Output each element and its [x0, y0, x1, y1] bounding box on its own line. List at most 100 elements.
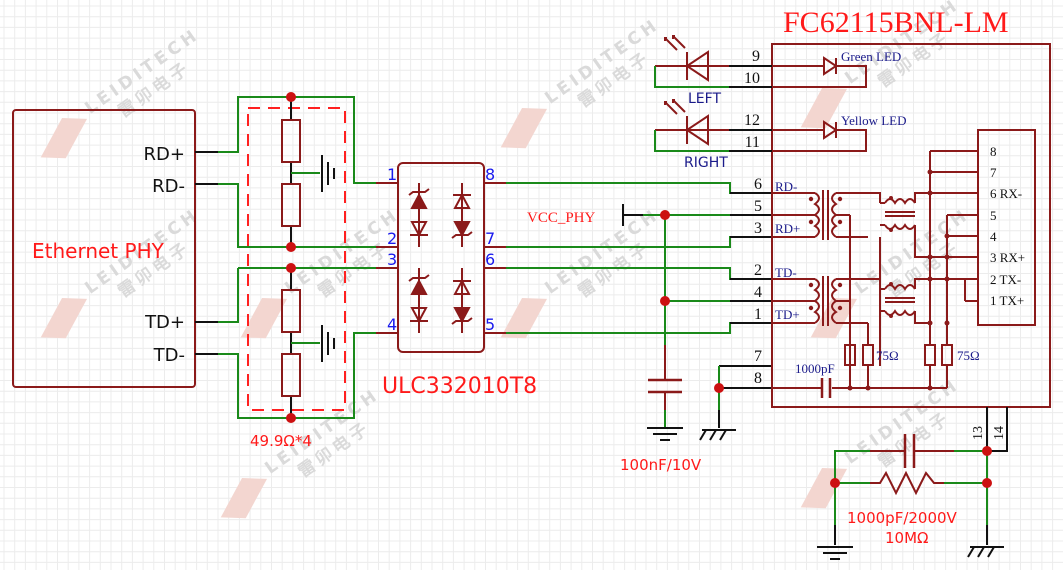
rj45-pin-8: 8 — [990, 144, 997, 159]
rj45-pin-7: 7 — [990, 165, 997, 180]
rj45-pin-wires — [930, 150, 978, 302]
termination-network: 49.9Ω*4 — [218, 92, 398, 450]
phy-box — [12, 109, 196, 388]
watermark-logo-icon — [500, 298, 548, 339]
rj45-connector: FC62115BNL-LM LEFT RIGHT 9 10 12 11 — [654, 6, 1051, 452]
esd-pin-1: 1 — [387, 165, 397, 184]
resistor-r4 — [281, 353, 301, 397]
capacitor-icon — [903, 434, 916, 468]
internal-led-icon-yellow — [772, 120, 867, 152]
esd-pin-7: 7 — [485, 229, 495, 248]
pin-label-td-plus: TD+ — [144, 312, 185, 333]
conn-pin-6: 6 — [754, 176, 762, 193]
ground-icon — [817, 546, 853, 560]
rj45-jack — [977, 129, 1036, 326]
conn-pin-12: 12 — [744, 112, 760, 129]
watermark-logo-icon — [40, 298, 88, 339]
capacitor-icon — [648, 378, 682, 394]
rj45-pin-3: 3 RX+ — [990, 250, 1025, 265]
conn-pin-11: 11 — [745, 134, 760, 151]
transformer-icon-tx — [808, 276, 881, 326]
tvs-diode-icon — [408, 183, 473, 333]
bob-smith-cap-label: 1000pF — [795, 361, 835, 376]
resistor-r1 — [281, 119, 301, 163]
ethernet-phy: Ethernet PHY RD+ RD- TD+ TD- — [12, 109, 218, 388]
phy-pin-stubs — [195, 151, 218, 355]
junction-dot — [847, 385, 853, 391]
esd-pin-8: 8 — [485, 165, 495, 184]
shield-cap-label: 1000pF/2000V — [847, 509, 958, 527]
connector-body — [771, 43, 1051, 408]
junction-dot — [982, 446, 992, 456]
junction-dot — [982, 478, 992, 488]
signal-wires: VCC_PHY 100nF/10V — [506, 182, 772, 474]
conn-pin-4: 4 — [754, 284, 762, 301]
signal-label-td-minus: TD- — [775, 265, 797, 280]
pin-label-rd-plus: RD+ — [144, 144, 185, 165]
led-name-right: RIGHT — [684, 155, 728, 171]
watermark-logo-icon — [800, 88, 848, 129]
ground-icon — [321, 325, 335, 362]
chassis-ground-icon — [967, 546, 1004, 558]
junction-dot — [927, 169, 933, 175]
esd-left-stubs — [376, 182, 398, 334]
junction-dot — [927, 385, 933, 391]
esd-pin-4: 4 — [387, 315, 397, 334]
junction-dot — [660, 210, 670, 220]
vcc-cap-label: 100nF/10V — [620, 456, 702, 474]
esd-pin-5: 5 — [485, 315, 495, 334]
watermark-logo-icon — [220, 478, 268, 519]
shield-pin-13: 13 — [971, 426, 986, 440]
internal-led-icon-green — [772, 56, 867, 88]
chassis-ground-icon — [699, 429, 736, 441]
esd-device: 1 2 3 4 5 6 7 8 ULC332010T8 — [376, 162, 537, 399]
shield-pin-stubs — [986, 407, 1008, 452]
rj45-bus — [929, 151, 966, 323]
vcc-port-icon — [622, 204, 643, 226]
led-name-left: LEFT — [688, 91, 721, 107]
rj45-pin-1: 1 TX+ — [990, 293, 1024, 308]
esd-pin-6: 6 — [485, 250, 495, 269]
conn-pin-8: 8 — [754, 370, 762, 387]
conn-pin-1: 1 — [754, 306, 762, 323]
junction-dot — [865, 385, 871, 391]
shield-res-label: 10MΩ — [885, 529, 929, 547]
transformer-icon-rx — [808, 190, 881, 366]
pin-label-td-minus: TD- — [153, 345, 185, 366]
r75-label-2: 75Ω — [957, 348, 980, 363]
common-mode-choke-icon-rx — [880, 192, 930, 258]
junction-dot — [286, 242, 296, 252]
rj45-pin-2: 2 TX- — [990, 272, 1021, 287]
conn-pin-9: 9 — [752, 48, 760, 65]
r75-label-1: 75Ω — [876, 348, 899, 363]
conn-pin-3: 3 — [754, 220, 762, 237]
ground-icon — [647, 427, 683, 441]
junction-dot — [660, 296, 670, 306]
capacitor-icon — [820, 378, 832, 398]
led-icon-right — [654, 99, 729, 152]
watermark-logo-icon — [240, 298, 288, 339]
watermark-logo-icon — [500, 108, 548, 149]
signal-label-td-plus: TD+ — [775, 307, 800, 322]
junction-dot — [286, 263, 296, 273]
led-pin-stubs — [729, 65, 772, 152]
conn-pin-stubs — [730, 192, 772, 324]
pin-label-rd-minus: RD- — [152, 176, 185, 197]
junction-dot — [944, 320, 950, 326]
esd-pin-2: 2 — [387, 229, 397, 248]
signal-label-rd-minus: RD- — [775, 179, 797, 194]
resistor-array-outline — [247, 107, 346, 411]
signal-label-rd-plus: RD+ — [775, 221, 800, 236]
junction-dot — [944, 254, 950, 260]
term-bus — [772, 365, 948, 389]
conn-pin-5: 5 — [754, 198, 762, 215]
junction-dot — [944, 233, 950, 239]
esd-body — [397, 162, 485, 353]
esd-part-label: ULC332010T8 — [382, 374, 537, 399]
conn-pin-stubs-7-8 — [719, 365, 772, 389]
term-leads — [849, 323, 948, 345]
vcc-label: VCC_PHY — [527, 210, 596, 226]
phy-title: Ethernet PHY — [32, 239, 165, 263]
conn-pin-2: 2 — [754, 262, 762, 279]
